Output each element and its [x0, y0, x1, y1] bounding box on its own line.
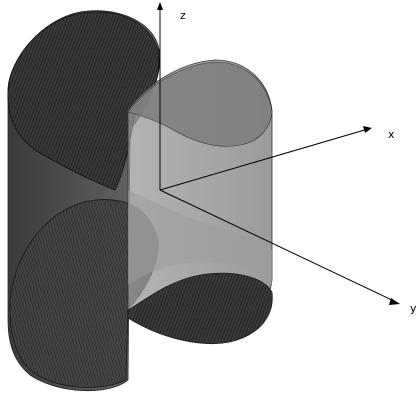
y-axis-label: y: [410, 302, 417, 315]
y-axis-arrow: [389, 298, 400, 305]
y-axis-line: [159, 189, 397, 303]
z-axis-arrow: [157, 2, 163, 10]
lower-right-lobe: [127, 272, 273, 345]
x-axis-line: [159, 128, 369, 191]
middle-band: [128, 190, 272, 285]
upper-right-lobe: [127, 61, 273, 147]
z-axis-label: z: [180, 9, 186, 22]
x-axis-arrow: [363, 126, 372, 133]
axes: z x y: [157, 2, 417, 315]
x-axis-label: x: [388, 128, 395, 141]
